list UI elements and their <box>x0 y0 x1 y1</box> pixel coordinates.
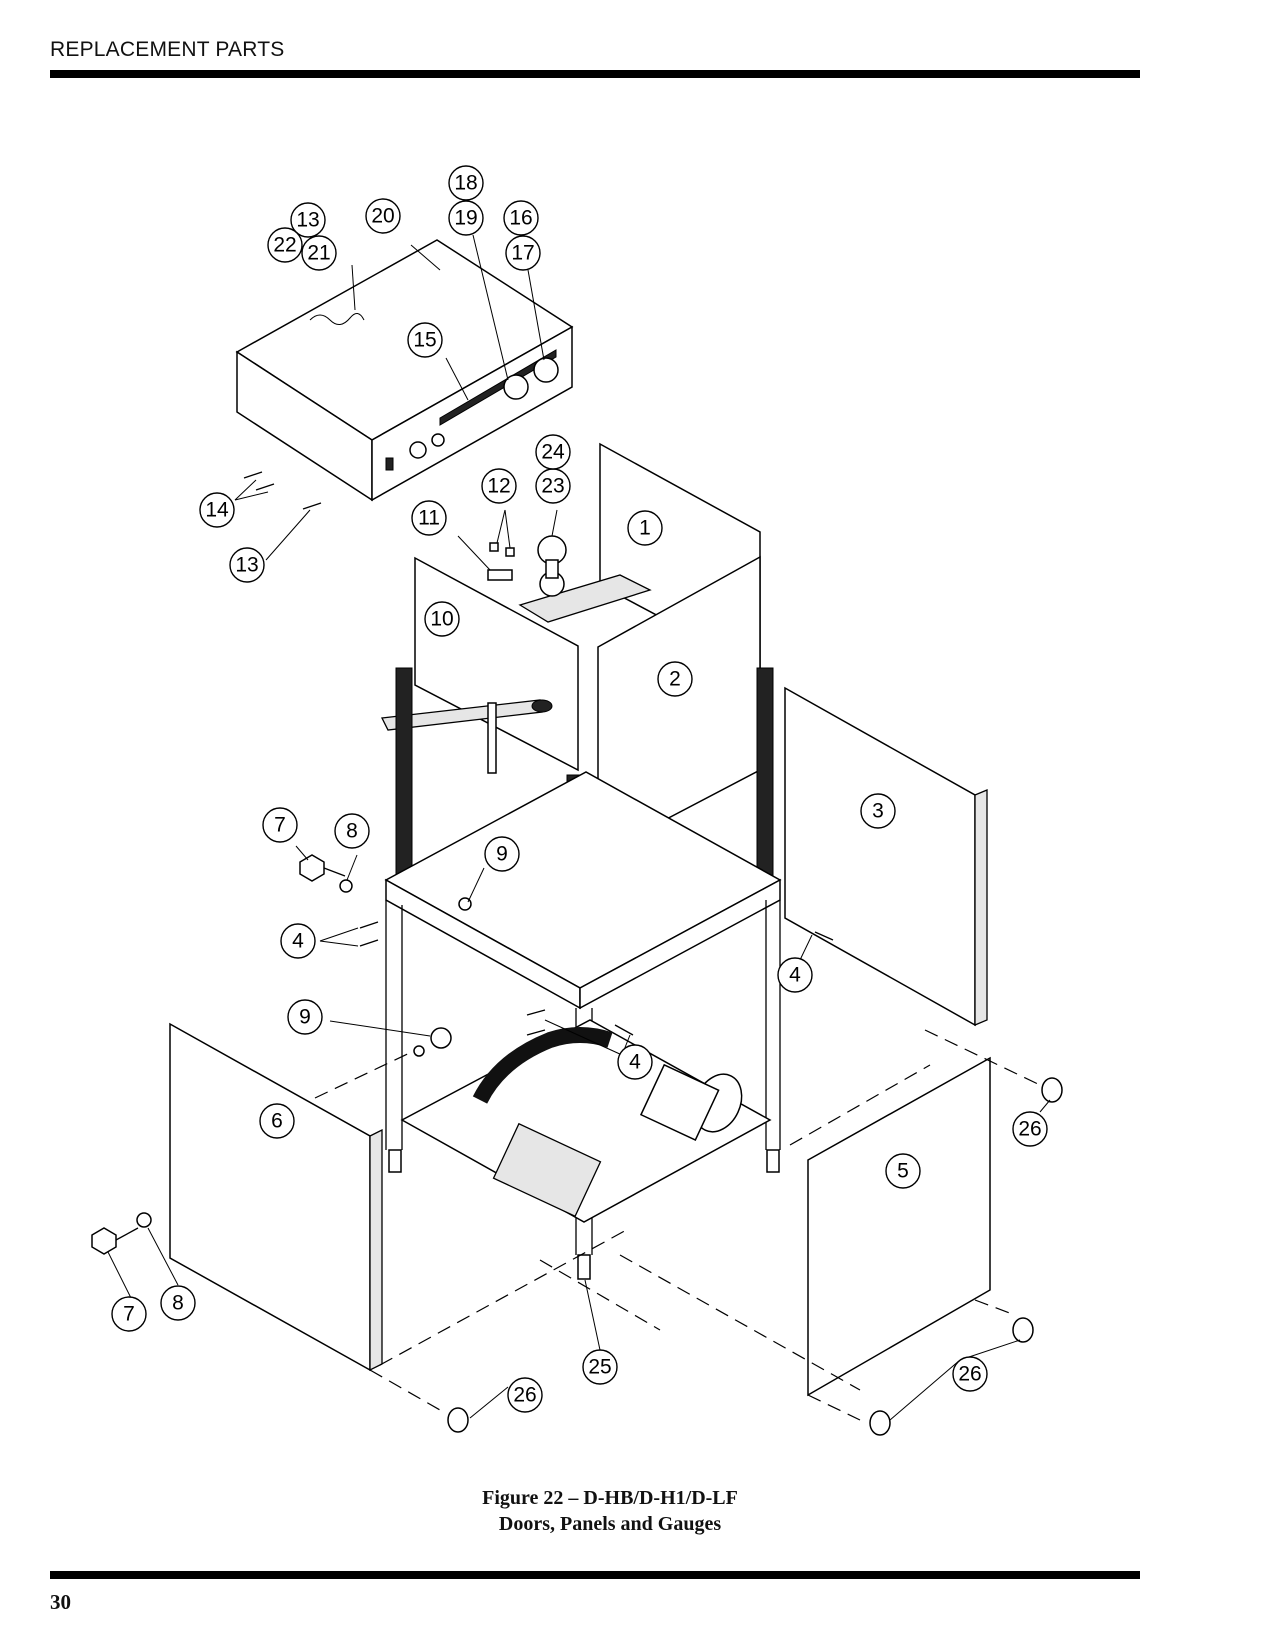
callout-12: 12 <box>481 468 517 504</box>
callout-10: 10 <box>424 601 460 637</box>
svg-text:1: 1 <box>639 517 651 540</box>
callout-6: 6 <box>259 1103 295 1139</box>
callout-20: 20 <box>365 198 401 234</box>
svg-text:4: 4 <box>292 930 304 953</box>
svg-text:24: 24 <box>541 441 565 464</box>
svg-text:4: 4 <box>629 1051 641 1074</box>
fasteners <box>91 854 1063 1436</box>
callout-9-upper: 9 <box>484 836 520 872</box>
callout-4-left: 4 <box>280 923 316 959</box>
column-right <box>756 667 774 879</box>
svg-text:7: 7 <box>274 814 286 837</box>
svg-text:13: 13 <box>296 209 319 232</box>
page-number: 30 <box>50 1590 71 1614</box>
fittings <box>487 535 567 597</box>
svg-text:5: 5 <box>897 1160 909 1183</box>
svg-text:15: 15 <box>413 329 436 352</box>
svg-text:2: 2 <box>669 668 681 691</box>
callout-9-lower: 9 <box>287 999 323 1035</box>
callout-21: 21 <box>301 235 337 271</box>
callout-5: 5 <box>885 1153 921 1189</box>
svg-text:11: 11 <box>418 507 440 530</box>
callout-26-lower-left: 26 <box>507 1377 543 1413</box>
leader-lines <box>107 234 1051 1421</box>
svg-text:14: 14 <box>205 499 229 522</box>
callout-2: 2 <box>657 661 693 697</box>
header-rule <box>50 70 1140 78</box>
svg-text:7: 7 <box>123 1303 135 1326</box>
callout-23: 23 <box>535 468 571 504</box>
footer-rule <box>50 1571 1140 1579</box>
gauge-strip <box>439 349 557 426</box>
callout-13-upper: 13 <box>290 202 326 238</box>
svg-text:12: 12 <box>487 475 510 498</box>
control-box <box>235 239 574 510</box>
callout-7-upper: 7 <box>262 807 298 843</box>
svg-text:25: 25 <box>588 1356 611 1379</box>
alignment-lines <box>314 1029 1041 1421</box>
figure-caption-line2: Doors, Panels and Gauges <box>498 1513 722 1535</box>
callout-15: 15 <box>407 322 443 358</box>
callout-26-lower-right: 26 <box>952 1356 988 1392</box>
svg-text:10: 10 <box>430 608 453 631</box>
svg-text:6: 6 <box>271 1110 283 1133</box>
svg-text:18: 18 <box>454 172 477 195</box>
svg-text:13: 13 <box>235 554 258 577</box>
svg-text:17: 17 <box>511 242 534 265</box>
callout-8-upper: 8 <box>334 813 370 849</box>
callout-22: 22 <box>267 227 303 263</box>
panel-5 <box>807 1056 991 1397</box>
callout-13-lower: 13 <box>229 547 265 583</box>
callout-16: 16 <box>503 200 539 236</box>
svg-text:26: 26 <box>1018 1118 1041 1141</box>
callout-18: 18 <box>448 165 484 201</box>
svg-text:3: 3 <box>872 800 884 823</box>
panel-3 <box>784 686 976 1027</box>
callout-7-lower: 7 <box>111 1296 147 1332</box>
svg-text:8: 8 <box>346 820 358 843</box>
svg-text:20: 20 <box>371 205 394 228</box>
frame <box>384 771 782 1280</box>
callout-1: 1 <box>627 510 663 546</box>
svg-text:4: 4 <box>789 964 801 987</box>
callout-25: 25 <box>582 1349 618 1385</box>
gauge-19 <box>503 374 529 400</box>
chain <box>309 313 365 325</box>
figure-caption-line1: Figure 22 – D-HB/D-H1/D-LF <box>482 1487 738 1509</box>
callout-4-right: 4 <box>777 957 813 993</box>
panel-6 <box>169 1022 371 1372</box>
svg-text:16: 16 <box>509 207 532 230</box>
callout-17: 17 <box>505 235 541 271</box>
callout-14: 14 <box>199 492 235 528</box>
svg-text:9: 9 <box>496 843 508 866</box>
svg-text:22: 22 <box>273 234 296 257</box>
pump-motor <box>472 1027 743 1218</box>
svg-text:26: 26 <box>958 1363 981 1386</box>
page-header-title: REPLACEMENT PARTS <box>50 38 285 61</box>
door-handle <box>381 699 553 774</box>
svg-text:26: 26 <box>513 1384 536 1407</box>
callout-19: 19 <box>448 200 484 236</box>
svg-text:21: 21 <box>307 242 330 265</box>
callout-11: 11 <box>411 500 447 536</box>
callout-3: 3 <box>860 793 896 829</box>
callout-4-center: 4 <box>617 1044 653 1080</box>
column-left <box>395 667 413 879</box>
callout-24: 24 <box>535 434 571 470</box>
callout-8-lower: 8 <box>160 1285 196 1321</box>
callout-26-right: 26 <box>1012 1111 1048 1147</box>
svg-text:9: 9 <box>299 1006 311 1029</box>
svg-text:23: 23 <box>541 475 564 498</box>
svg-text:19: 19 <box>454 207 477 230</box>
svg-text:8: 8 <box>172 1292 184 1315</box>
gauge-17 <box>533 357 559 383</box>
